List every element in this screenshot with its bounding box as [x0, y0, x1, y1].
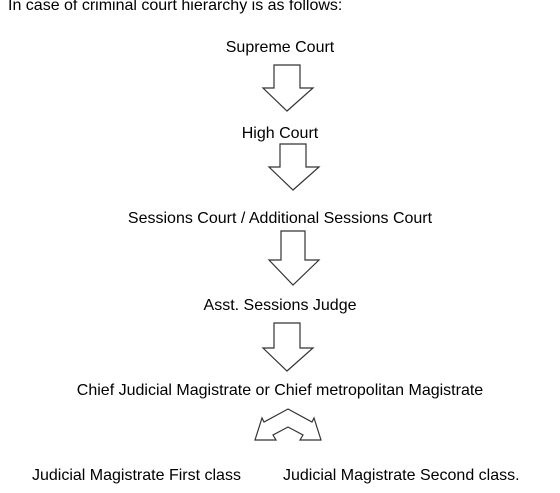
down-arrow-1: [261, 64, 315, 112]
down-arrow-2: [267, 143, 321, 191]
split-arrow: [254, 408, 322, 441]
level-asst-sessions-judge: Asst. Sessions Judge: [203, 297, 357, 314]
branch-second-class: Judicial Magistrate Second class.: [283, 467, 520, 484]
level-sessions-court: Sessions Court / Additional Sessions Cou…: [127, 210, 433, 227]
branch-first-class: Judicial Magistrate First class: [32, 467, 241, 484]
down-arrow-3: [267, 230, 321, 286]
level-high-court: High Court: [241, 125, 319, 142]
intro-text: In case of criminal court hierarchy is a…: [8, 0, 343, 14]
level-supreme-court: Supreme Court: [225, 39, 335, 56]
down-arrow-4: [261, 322, 315, 372]
level-chief-magistrate: Chief Judicial Magistrate or Chief metro…: [76, 382, 484, 399]
